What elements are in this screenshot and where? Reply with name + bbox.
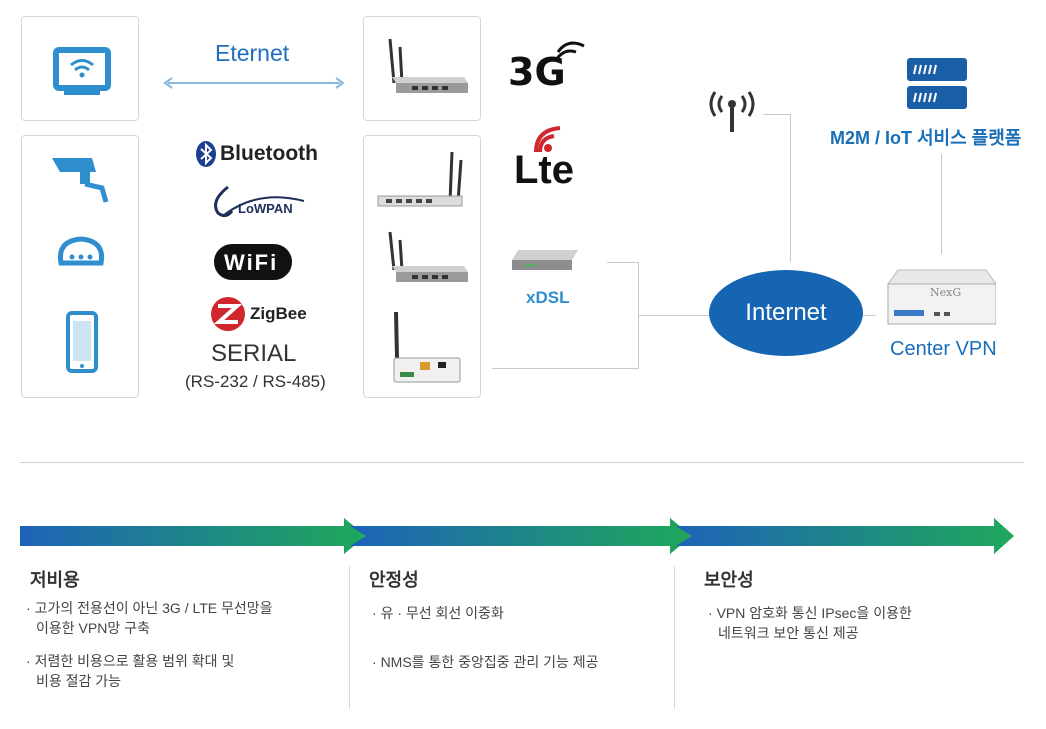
zigbee-label: ZigBee (250, 304, 307, 323)
signal-waves-icon (554, 41, 585, 61)
bullet-line: 비용 절감 가능 (36, 673, 122, 689)
monitor-wifi-icon (53, 47, 111, 95)
feature-bullet: · 고가의 전용선이 아닌 3G / LTE 무선망을 이용한 VPN망 구축 (26, 600, 273, 636)
platform-connector (941, 154, 942, 254)
lowpan-label: LoWPAN (238, 201, 293, 216)
serial-sub-label: (RS-232 / RS-485) (185, 372, 326, 391)
antenna-connector (790, 114, 791, 262)
xdsl-connector (607, 262, 638, 263)
feature-title: 저비용 (30, 570, 80, 590)
feature-bullet: · NMS를 통한 중앙집중 관리 기능 제공 (372, 654, 599, 670)
nexg-label: NexG (930, 286, 962, 299)
router-icon (388, 38, 468, 93)
internet-label: Internet (745, 299, 827, 326)
cctv-icon (52, 158, 109, 203)
serial-router-icon (393, 311, 461, 383)
bullet-line: 유 · 무선 회선 이중화 (380, 605, 504, 621)
router-box-top (363, 16, 481, 121)
bullet-line: 저렴한 비용으로 활용 범위 확대 및 (34, 653, 235, 669)
zigbee-icon (211, 297, 245, 331)
bullet-line: 이용한 VPN망 구축 (36, 620, 150, 636)
threeg-label: 3G (508, 50, 566, 94)
lowpan-swoosh-icon (214, 185, 305, 218)
arrow-segment-2 (350, 518, 692, 554)
sensor-icon (57, 236, 105, 266)
router-icon (377, 151, 463, 207)
zigbee-logo: ZigBee (210, 296, 307, 332)
bluetooth-logo: Bluetooth (195, 140, 318, 168)
eternet-label: Eternet (215, 40, 290, 66)
xdsl-device: xDSL (508, 244, 582, 307)
feature-divider-2 (674, 566, 675, 709)
bluetooth-icon (196, 141, 216, 167)
threeg-logo: 3G (508, 38, 588, 94)
phone-icon (66, 311, 98, 373)
lte-waves-icon (534, 126, 561, 153)
bullet-line: 고가의 전용선이 아닌 3G / LTE 무선망을 (34, 600, 273, 616)
internet-left-connector (638, 315, 710, 316)
antenna-top-connector (763, 114, 791, 115)
xdsl-label: xDSL (526, 288, 570, 307)
server-icon (907, 58, 967, 109)
lte-label: Lte (514, 148, 574, 192)
serial-label: SERIAL (211, 340, 297, 367)
feature-bullet: · VPN 암호화 통신 IPsec을 이용한 네트워크 보안 통신 제공 (708, 605, 912, 641)
feature-divider-1 (349, 566, 350, 709)
bullet-line: VPN 암호화 통신 IPsec을 이용한 (716, 605, 912, 621)
eternet-arrow (163, 77, 345, 89)
feature-arrows (20, 518, 1014, 554)
feature-bullet: · 저렴한 비용으로 활용 범위 확대 및 비용 절감 가능 (26, 653, 235, 689)
devices-box (21, 135, 139, 398)
monitor-box (21, 16, 139, 121)
platform-label: M2M / IoT 서비스 플랫폼 (830, 128, 1022, 148)
bullet-line: 네트워크 보안 통신 제공 (718, 625, 859, 641)
section-divider (20, 462, 1024, 463)
modem-icon (512, 250, 578, 270)
feature-title: 안정성 (369, 570, 419, 590)
center-vpn-label: Center VPN (890, 338, 997, 360)
router-icon (388, 231, 468, 282)
center-vpn-appliance: NexG (886, 266, 997, 326)
wifi-label: WiFi (224, 250, 279, 275)
serial-connector (492, 368, 639, 369)
bluetooth-label: Bluetooth (220, 142, 318, 165)
antenna-icon (709, 91, 755, 132)
feature-title: 보안성 (704, 570, 754, 590)
lowpan-logo: LoWPAN (208, 183, 308, 223)
lte-logo: Lte (514, 126, 594, 196)
wifi-logo: WiFi (214, 244, 292, 280)
appliance-icon (887, 269, 997, 325)
arrow-segment-3 (676, 518, 1014, 554)
feature-bullet: · 유 · 무선 회선 이중화 (372, 605, 504, 621)
internet-cloud: Internet (709, 270, 863, 356)
arrow-segment-1 (20, 518, 366, 554)
internet-right-connector (862, 315, 876, 316)
router-box-bottom (363, 135, 481, 398)
bullet-line: NMS를 통한 중앙집중 관리 기능 제공 (380, 654, 599, 670)
